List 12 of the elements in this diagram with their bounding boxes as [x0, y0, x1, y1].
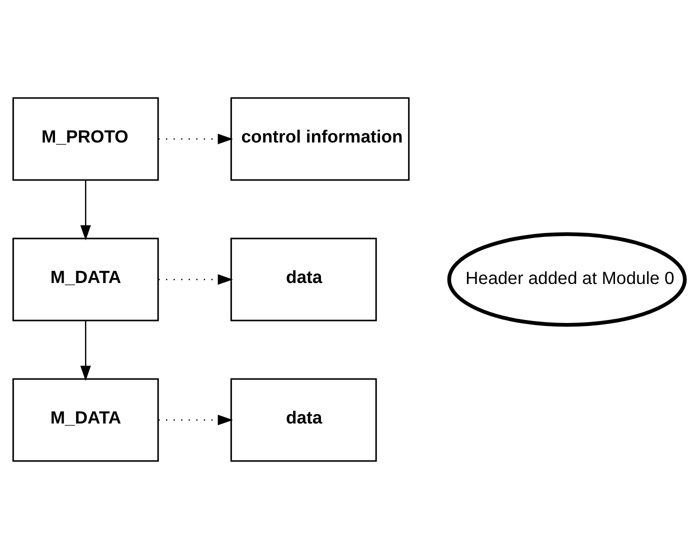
node-box: data: [230, 238, 377, 322]
node-box: M_PROTO: [12, 97, 159, 181]
arrow: [158, 274, 233, 285]
arrow: [80, 320, 91, 381]
node-box: M_DATA: [12, 238, 159, 322]
node-box: data: [230, 378, 377, 462]
arrow: [158, 134, 233, 144]
node-box: control information: [230, 97, 410, 181]
arrow: [158, 414, 233, 426]
node-box: M_DATA: [12, 378, 159, 462]
node-ellipse: Header added at Module 0: [447, 232, 687, 327]
arrow: [80, 180, 91, 240]
